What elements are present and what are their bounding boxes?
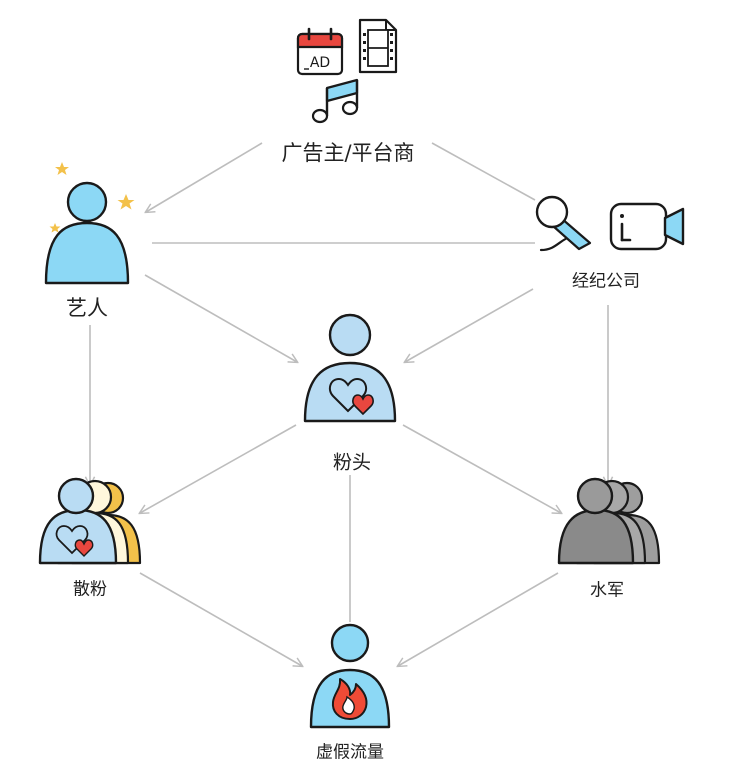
fake-traffic-label: 虚假流量 — [316, 742, 384, 763]
arrow-fan-leader-to-casual-fans — [140, 424, 297, 513]
microphone-icon — [535, 195, 592, 252]
arrow-casual-fans-to-fake-traffic — [139, 572, 302, 666]
heart-outline-icon — [328, 377, 368, 413]
artist-icon — [44, 181, 130, 285]
water-army-icon — [557, 477, 661, 565]
casual-fans-icon — [38, 477, 142, 565]
arrow-advertiser-to-artist — [146, 142, 263, 212]
video-camera-icon — [609, 202, 685, 251]
film-file-icon — [358, 18, 398, 74]
calendar-ad-text: AD — [310, 55, 330, 71]
fan-leader-icon — [303, 313, 397, 423]
arrow-fan-leader-to-water-army — [402, 424, 561, 513]
music-note-icon — [311, 78, 359, 124]
water-army-label: 水军 — [590, 580, 624, 601]
calendar-ad-icon: AD — [296, 27, 344, 76]
fake-traffic-icon — [309, 623, 391, 729]
artist-label: 艺人 — [66, 296, 108, 320]
star-icon — [49, 162, 135, 233]
arrow-agency-to-fan-leader — [405, 288, 534, 362]
line-advertiser-to-agency — [431, 142, 536, 201]
agency-label: 经纪公司 — [572, 271, 640, 292]
casual-fans-label: 散粉 — [73, 579, 107, 600]
heart-icon — [352, 394, 374, 416]
arrow-water-army-to-fake-traffic — [398, 572, 559, 666]
advertiser-label: 广告主/平台商 — [281, 141, 415, 165]
arrow-artist-to-fan-leader — [144, 274, 297, 362]
fan-leader-label: 粉头 — [332, 451, 372, 474]
